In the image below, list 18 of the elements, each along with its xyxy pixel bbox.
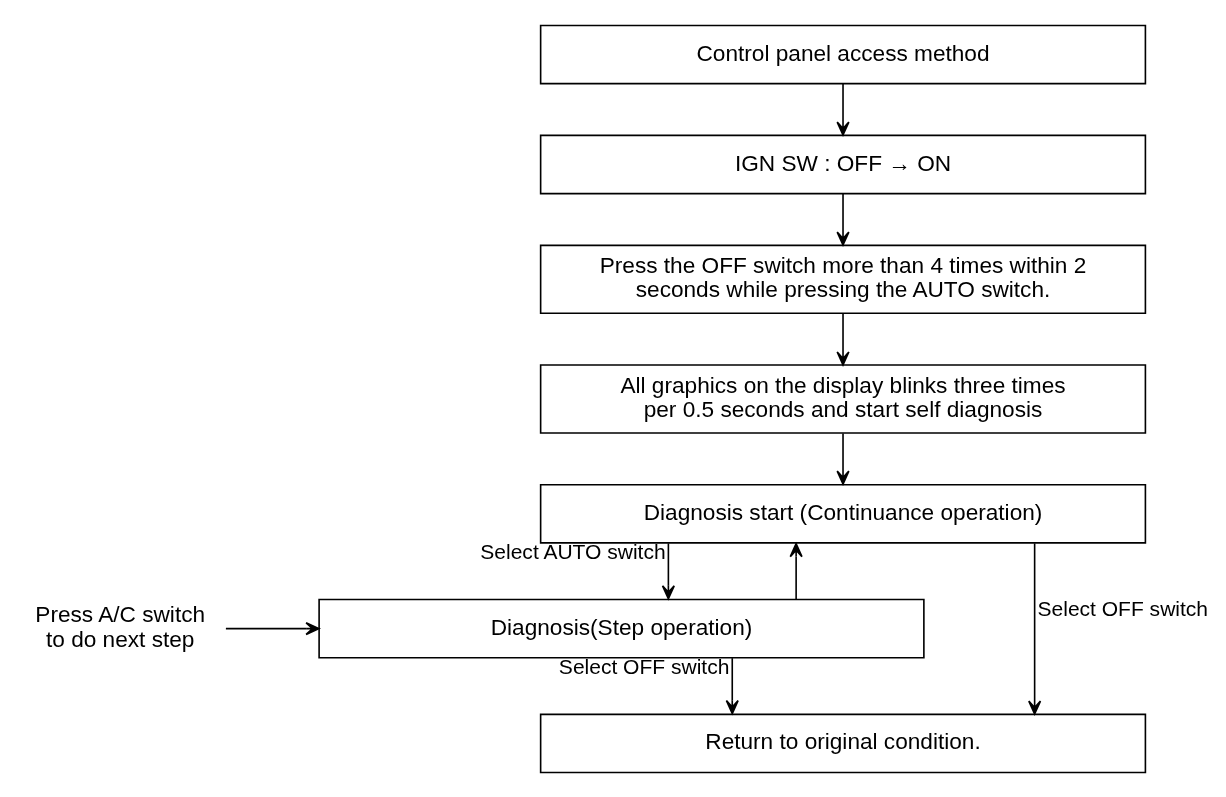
node-box: All graphics on the display blinks three times per 0.5 seconds and start self diagnosis <box>539 363 1147 434</box>
node-text: Press A/C switch to do next step <box>35 601 206 652</box>
arrow <box>789 542 803 600</box>
arrow <box>661 542 675 600</box>
arrow <box>225 621 320 635</box>
node-box: Diagnosis start (Continuance operation) <box>539 483 1147 544</box>
arrow <box>836 312 850 366</box>
arrow <box>836 82 850 136</box>
node-box: Press the OFF switch more than 4 times within 2 seconds while pressing the AUTO switch. <box>539 244 1147 314</box>
node-box: IGN SW : OFF → ON <box>539 134 1147 194</box>
node-box: Diagnosis(Step operation) <box>318 598 925 659</box>
arrow <box>725 656 739 714</box>
arrow <box>1028 542 1042 715</box>
node-box: Control panel access method <box>539 24 1147 84</box>
node-box: Return to original condition. <box>539 713 1147 773</box>
arrow <box>836 432 850 485</box>
edge-label: Select OFF switch <box>1037 596 1209 620</box>
arrow <box>836 192 850 246</box>
